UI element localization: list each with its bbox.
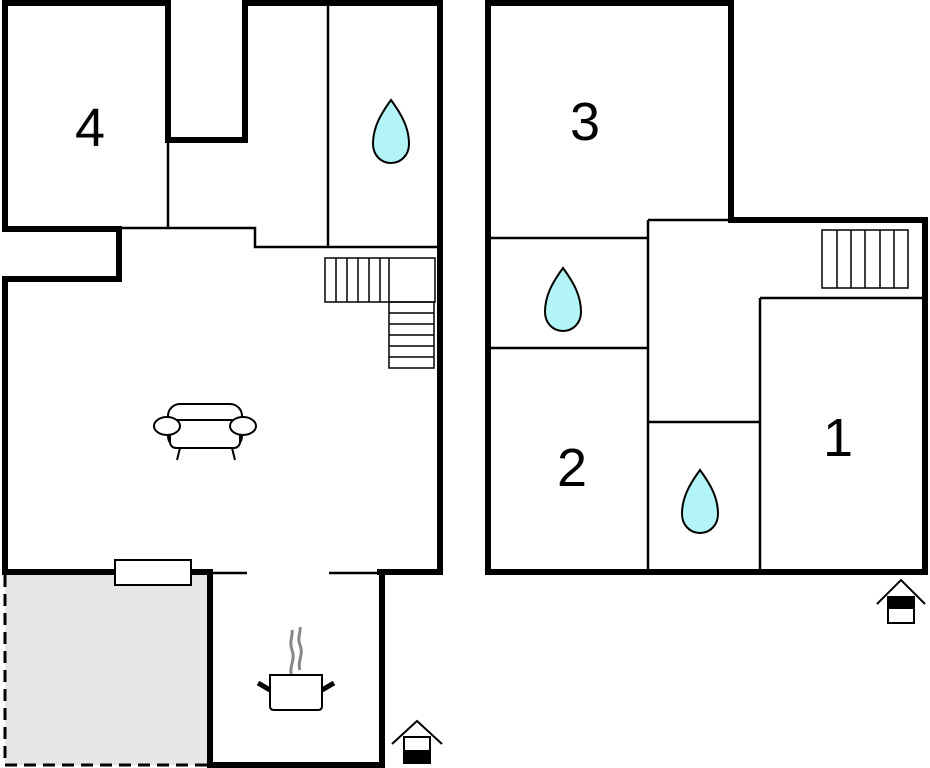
interior-walls [120, 3, 440, 249]
window-icon [114, 559, 192, 586]
room-label-1: 1 [823, 408, 853, 468]
bathroom-drop-icon [680, 468, 720, 535]
room-label-2: 2 [557, 438, 587, 498]
room-label-3: 3 [570, 92, 600, 152]
outer-wall [485, 0, 928, 575]
bathroom-drop-icon [543, 266, 583, 333]
upper-floor-plan: 3 2 1 [485, 0, 928, 624]
kitchen-wall [207, 569, 385, 768]
entrance-icon [876, 578, 926, 624]
sofa-icon [153, 403, 257, 461]
room-label-4: 4 [75, 98, 105, 158]
outer-wall [2, 0, 443, 575]
terrace [5, 573, 209, 765]
terrace-dashed-edge [3, 575, 208, 767]
ground-floor-plan: 4 [2, 0, 443, 768]
stairs-icon [821, 229, 909, 289]
entrance-icon [391, 719, 443, 764]
stairs-icon [324, 257, 436, 369]
bathroom-drop-icon [371, 98, 411, 165]
cooking-pot-icon [256, 626, 336, 711]
interior-walls [488, 218, 925, 572]
